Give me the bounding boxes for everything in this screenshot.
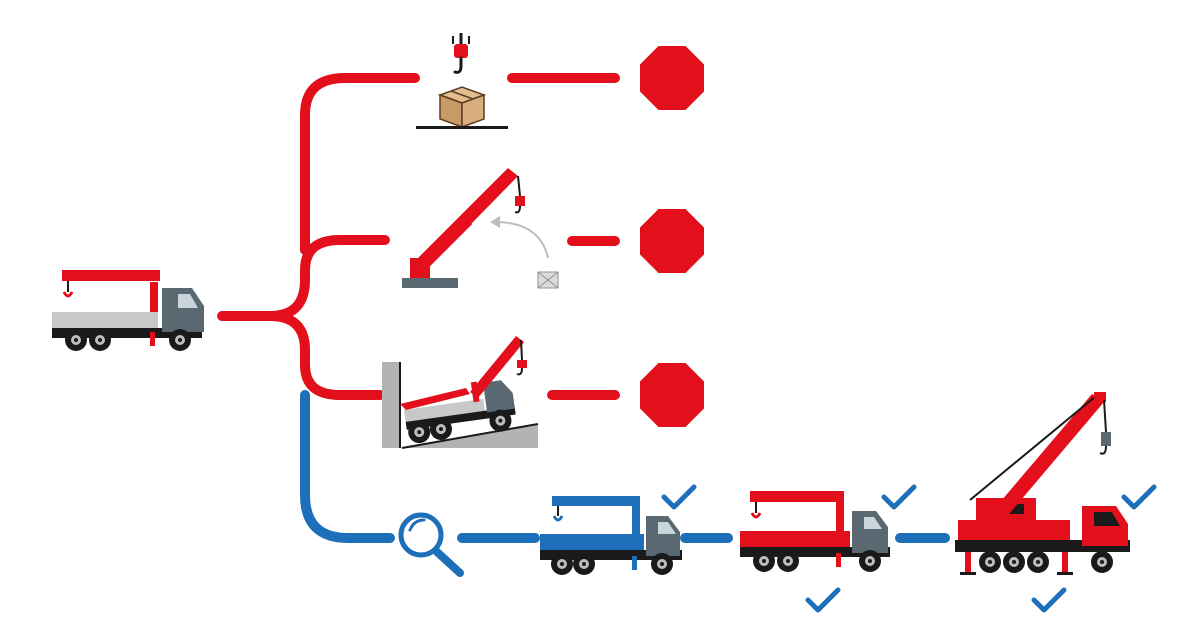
truck-mounted-crane-icon (52, 270, 204, 351)
success-path-line (300, 390, 395, 543)
checkmark-icon (664, 487, 694, 507)
boom-overreach-icon (402, 168, 559, 289)
checkmark-icon (884, 487, 914, 507)
checkmark-icon (1124, 487, 1154, 507)
connector-lines (217, 73, 950, 543)
tipping-on-slope-icon (382, 336, 539, 449)
blue-truck-crane-icon (540, 496, 682, 575)
mobile-crane-icon (955, 392, 1130, 575)
fork-to-slope (265, 311, 385, 400)
stop-octagon-icon (640, 363, 704, 427)
checkmark-icon (1034, 590, 1064, 610)
trunk-to-overload (300, 73, 420, 255)
red-truck-crane-icon (740, 491, 890, 572)
stop-octagon-icon (640, 209, 704, 273)
stop-octagon-icon (640, 46, 704, 110)
magnifier-icon (398, 512, 464, 577)
fork-to-overreach (265, 235, 390, 321)
checkmark-icon (808, 590, 838, 610)
suspended-load-icon (416, 33, 508, 129)
